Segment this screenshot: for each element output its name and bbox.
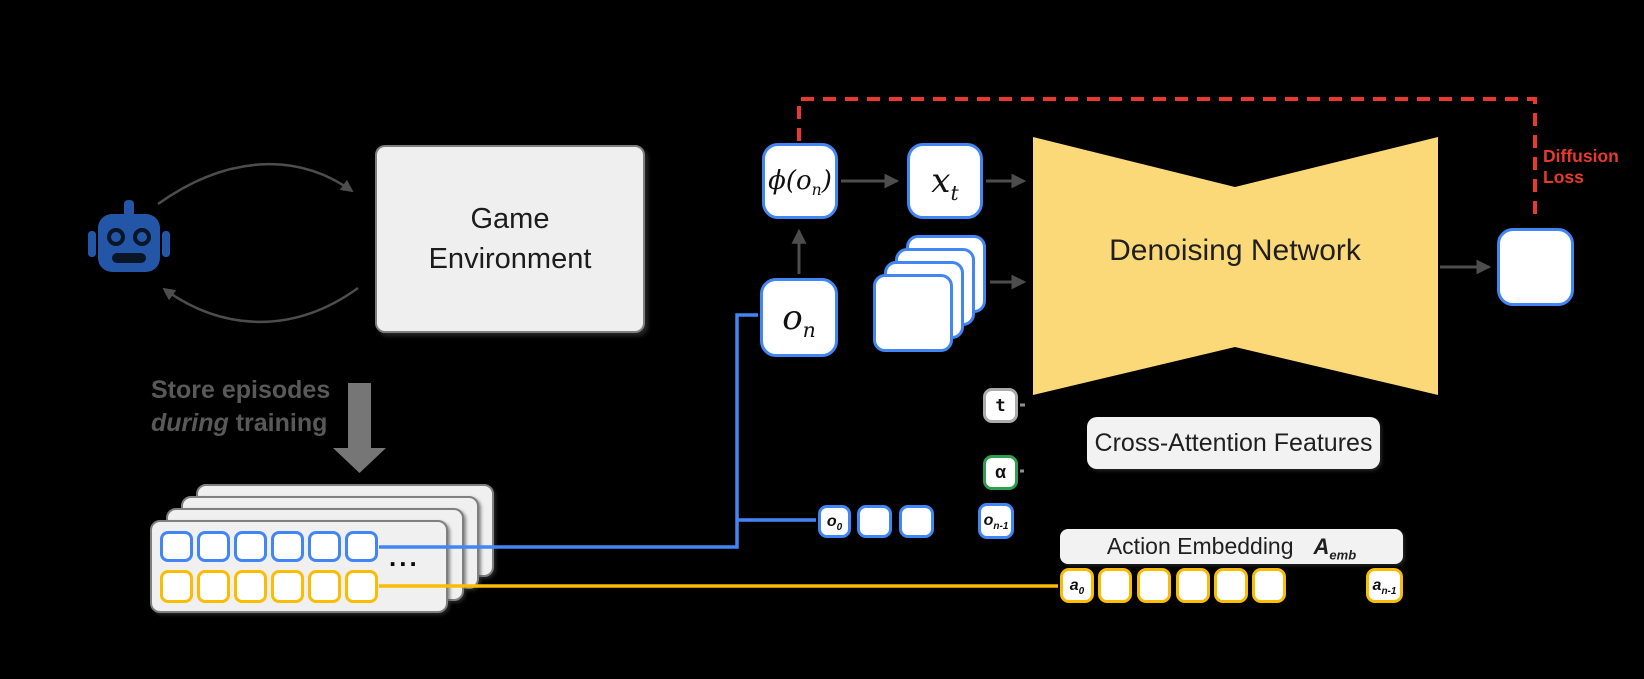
action-token	[1137, 568, 1171, 603]
cross-attention-label: Cross-Attention Features	[1094, 428, 1373, 457]
observation-connector-line	[379, 313, 816, 549]
observation-token	[899, 505, 934, 538]
xt-box: xt	[907, 143, 983, 219]
output-box	[1497, 228, 1574, 306]
o0-label: o0	[826, 512, 843, 533]
store-arrow-icon	[333, 383, 386, 473]
action-embedding-box: Action Embedding Aemb	[1060, 529, 1403, 564]
store-episodes-line2: during training	[151, 409, 328, 437]
on-box: on	[760, 278, 838, 357]
on-label: on	[782, 297, 816, 342]
alpha-token: α	[983, 455, 1018, 490]
timestep-token: t	[983, 388, 1018, 423]
timestep-label: t	[995, 395, 1006, 416]
agent-to-env-arrow	[157, 162, 354, 206]
a-prev-label: an-1	[1372, 576, 1397, 597]
store-episodes-line1: Store episodes	[151, 376, 331, 404]
observation-cell	[308, 531, 341, 562]
game-environment-box: Game Environment	[375, 145, 645, 333]
store-episodes-note: Store episodes during training	[151, 374, 381, 440]
observation-cell	[234, 531, 267, 562]
o-prev-label: on-1	[983, 512, 1009, 533]
observation-cell	[160, 531, 193, 562]
observation-cell	[271, 531, 304, 562]
env-to-agent-arrow	[162, 286, 359, 324]
action-cell	[160, 570, 193, 603]
phi-on-box: ϕ(on)	[762, 143, 838, 219]
frame-stack-front	[873, 274, 953, 352]
action-embedding-var: Aemb	[1313, 533, 1357, 562]
robot-icon	[88, 200, 170, 272]
observation-cell	[197, 531, 230, 562]
episode-ellipsis: ...	[389, 542, 420, 572]
diffusion-loss-label: Diffusion Loss	[1543, 146, 1619, 187]
observation-cell	[345, 531, 378, 562]
action-token	[1176, 568, 1210, 603]
action-cell	[345, 570, 378, 603]
game-environment-label: Game Environment	[428, 203, 592, 275]
action-cell	[234, 570, 267, 603]
action-embedding-label: Action Embedding	[1106, 533, 1294, 559]
a-prev-token: an-1	[1366, 568, 1403, 603]
action-cell	[308, 570, 341, 603]
o-prev-token: on-1	[978, 503, 1014, 539]
action-token	[1098, 568, 1132, 603]
xt-label: xt	[931, 161, 959, 205]
denoising-network-label: Denoising Network	[1109, 234, 1361, 267]
observation-token	[857, 505, 892, 538]
action-cell	[197, 570, 230, 603]
cross-attention-box: Cross-Attention Features	[1087, 417, 1380, 469]
phi-on-label: ϕ(on)	[768, 166, 832, 200]
denoising-network-shape	[1033, 137, 1438, 395]
action-cell	[271, 570, 304, 603]
a0-token: a0	[1060, 568, 1094, 603]
action-token	[1252, 568, 1286, 603]
diffusion-loss-connector	[797, 97, 1537, 223]
a0-label: a0	[1069, 576, 1085, 597]
action-token	[1214, 568, 1248, 603]
o0-token: o0	[818, 505, 851, 538]
alpha-label: α	[994, 462, 1007, 482]
